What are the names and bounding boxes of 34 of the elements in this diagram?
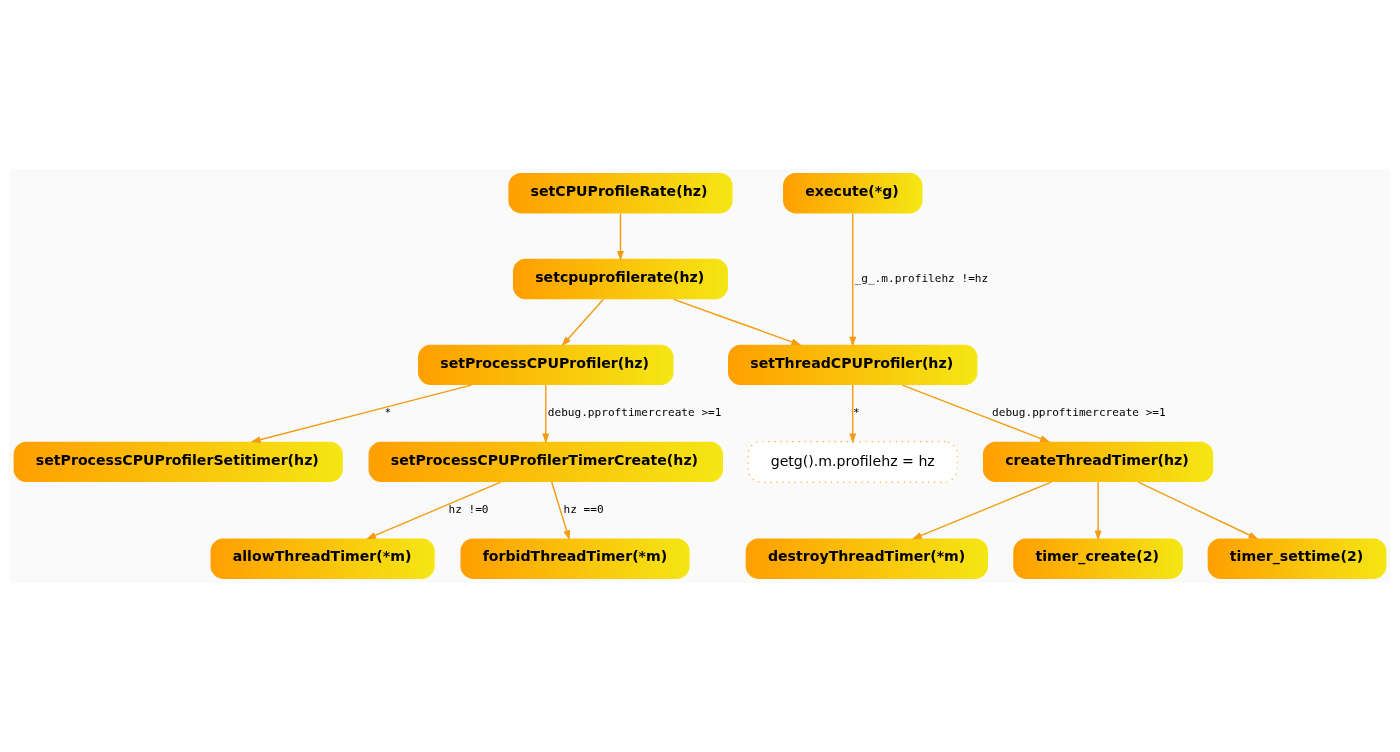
- edge-label: _g_.m.profilehz !=hz: [854, 271, 989, 285]
- arrow: [561, 298, 604, 347]
- arrow: [366, 481, 502, 540]
- node-box: setCPUProfileRate(hz): [508, 173, 733, 214]
- arrow: [250, 384, 473, 443]
- arrow: [551, 481, 571, 541]
- node-box: forbidThreadTimer(*m): [460, 538, 690, 579]
- node-box: destroyThreadTimer(*m): [745, 538, 989, 579]
- edge-label: debug.pproftimercreate >=1: [547, 406, 722, 420]
- node-box: getg().m.profilehz = hz: [747, 441, 958, 483]
- node-box: setProcessCPUProfiler(hz): [418, 344, 674, 386]
- edge-label: *: [384, 406, 392, 420]
- arrow: [1094, 481, 1102, 541]
- node-box: setProcessCPUProfilerSetitimer(hz): [13, 441, 343, 482]
- arrow: [849, 384, 857, 444]
- arrow: [617, 212, 624, 261]
- node-box: createThreadTimer(hz): [983, 441, 1214, 482]
- edge-label: debug.pproftimercreate >=1: [992, 406, 1166, 420]
- arrow: [1137, 481, 1259, 540]
- edge-label: *: [852, 406, 860, 420]
- arrow: [542, 384, 550, 444]
- arrow: [673, 298, 802, 346]
- node-box: setProcessCPUProfilerTimerCreate(hz): [368, 441, 723, 482]
- node-box: timer_create(2): [1013, 538, 1183, 579]
- arrow: [901, 384, 1051, 443]
- edge-label: hz !=0: [448, 503, 489, 517]
- edge-label: hz ==0: [563, 503, 604, 517]
- arrow: [912, 481, 1052, 540]
- node-box: setThreadCPUProfiler(hz): [728, 344, 978, 386]
- node-box: timer_settime(2): [1207, 538, 1387, 579]
- node-box: execute(*g): [783, 173, 923, 214]
- arrow: [849, 213, 857, 347]
- node-box: setcpuprofilerate(hz): [512, 258, 728, 300]
- node-box: allowThreadTimer(*m): [210, 538, 435, 579]
